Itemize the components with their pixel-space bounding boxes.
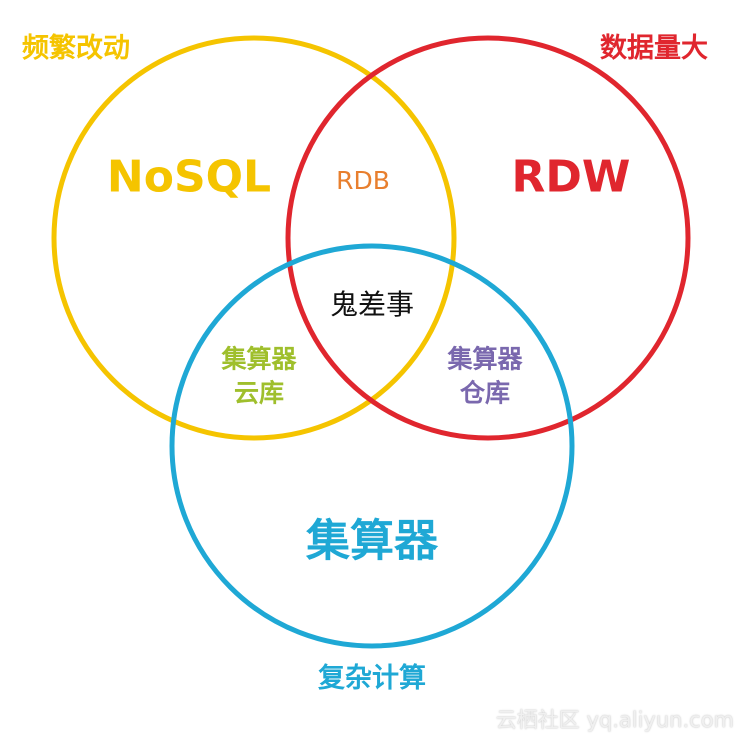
rdw-circle — [285, 35, 691, 441]
top-right-label: 数据量大 — [600, 33, 708, 64]
cloud-label-line1: 集算器 — [221, 344, 297, 374]
center-label: 鬼差事 — [329, 288, 415, 322]
cloud-label: 集算器 云库 — [221, 342, 296, 410]
warehouse-label-line1: 集算器 — [447, 344, 523, 374]
watermark: 云栖社区 yq.aliyun.com — [495, 708, 734, 732]
top-left-label: 频繁改动 — [22, 33, 130, 64]
nosql-label: NoSQL — [106, 151, 272, 203]
warehouse-label-line2: 仓库 — [459, 378, 511, 407]
nosql-circle — [51, 35, 457, 441]
rdb-label: RDB — [336, 166, 390, 196]
rdw-label: RDW — [511, 151, 631, 203]
bottom-label: 复杂计算 — [318, 662, 426, 694]
esproc-label: 集算器 — [306, 515, 438, 567]
esproc-circle — [169, 243, 575, 649]
warehouse-label: 集算器 仓库 — [447, 342, 522, 410]
cloud-label-line2: 云库 — [233, 378, 285, 407]
